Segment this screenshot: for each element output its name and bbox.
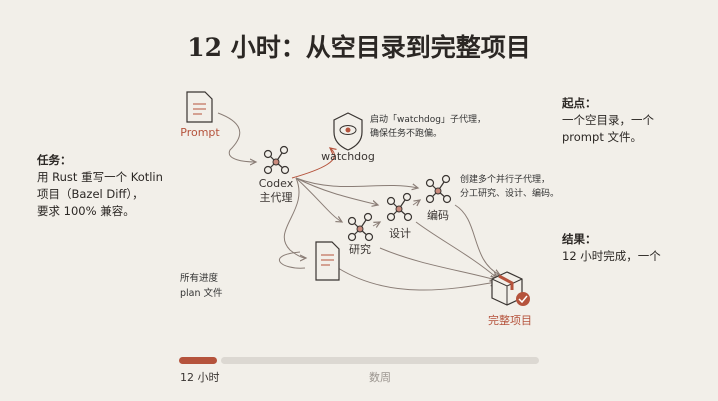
design-label: 设计	[389, 227, 411, 240]
research-label: 研究	[349, 243, 371, 256]
start-heading: 起点：	[562, 96, 597, 110]
progress-rest-bar	[221, 357, 539, 364]
prompt-file-icon	[186, 91, 213, 123]
package-check-icon	[491, 271, 530, 306]
result-line: 12 小时完成，一个	[562, 249, 661, 263]
progress-done-label: 12 小时	[180, 371, 220, 384]
note-line: 确保任务不跑偏。	[370, 129, 443, 139]
task-note: 任务： 用 Rust 重写一个 Kotlin 项目（Bazel Diff）， 要…	[37, 152, 163, 220]
task-line: 要求 100% 兼容。	[37, 204, 135, 218]
prompt-label: Prompt	[180, 126, 220, 139]
codex-label: Codex 主代理	[250, 177, 302, 205]
coding-label: 编码	[427, 209, 449, 222]
note-line: 所有进度	[180, 273, 219, 284]
task-heading: 任务：	[37, 153, 72, 167]
note-line: plan 文件	[180, 288, 223, 299]
codex-hub-icon	[263, 145, 290, 175]
parallel-note: 创建多个并行子代理， 分工研究、设计、编码。	[460, 173, 559, 201]
watchdog-note: 启动「watchdog」子代理， 确保任务不跑偏。	[370, 113, 486, 141]
result-heading: 结果：	[562, 232, 597, 246]
codex-role: 主代理	[259, 191, 293, 204]
watchdog-label: watchdog	[321, 150, 375, 163]
start-note: 起点： 一个空目录，一个 prompt 文件。	[562, 95, 654, 146]
connector-lines	[217, 112, 500, 291]
note-line: 启动「watchdog」子代理，	[370, 115, 486, 125]
coding-hub-icon	[425, 174, 452, 204]
note-line: 创建多个并行子代理，	[460, 175, 551, 185]
final-label: 完整项目	[488, 314, 532, 327]
progress-done-bar	[179, 357, 217, 364]
plan-file-icon	[315, 241, 340, 281]
codex-name: Codex	[258, 177, 294, 190]
design-hub-icon	[386, 192, 413, 222]
page-title: 12 小时：从空目录到完整项目	[187, 33, 531, 62]
start-line: 一个空目录，一个	[562, 113, 654, 127]
task-line: 项目（Bazel Diff），	[37, 187, 144, 201]
start-line: prompt 文件。	[562, 130, 642, 144]
shield-eye-icon	[333, 112, 363, 151]
result-note: 结果： 12 小时完成，一个	[562, 231, 661, 265]
research-hub-icon	[347, 212, 374, 242]
progress-rest-label: 数周	[369, 371, 391, 384]
plan-note: 所有进度 plan 文件	[180, 271, 223, 301]
note-line: 分工研究、设计、编码。	[460, 189, 560, 199]
task-line: 用 Rust 重写一个 Kotlin	[37, 170, 163, 184]
